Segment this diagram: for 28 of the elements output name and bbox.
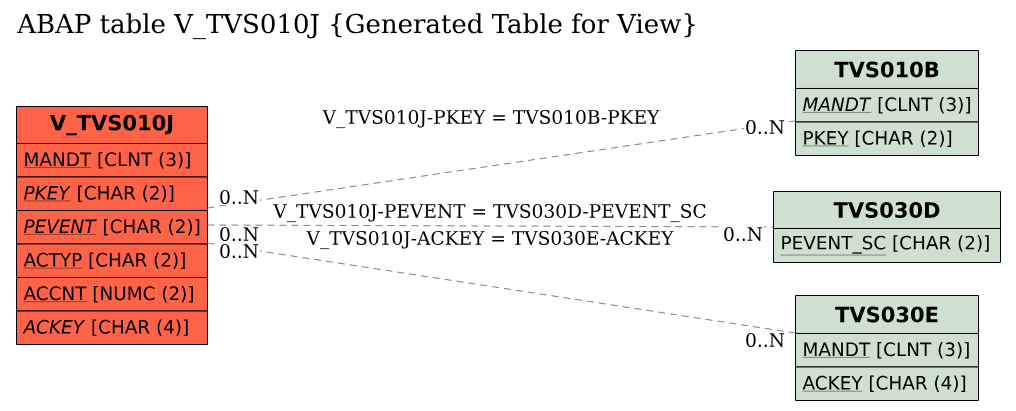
multiplicity-label: 0..N (744, 118, 786, 136)
edge-label: V_TVS010J-PEVENT = TVS030D-PEVENT_SC (272, 202, 708, 224)
multiplicity-label: 0..N (722, 225, 764, 243)
table-row: PKEY [CHAR (2)] (795, 121, 979, 156)
connector-line (206, 120, 796, 209)
table-header: TVS010B (795, 50, 979, 89)
multiplicity-label: 0..N (744, 331, 786, 349)
connector-line (206, 242, 796, 334)
table-row: PKEY [CHAR (2)] (16, 176, 208, 211)
edge-label: V_TVS010J-PKEY = TVS010B-PKEY (321, 108, 661, 130)
table-row: ACCNT [NUMC (2)] (16, 277, 208, 312)
table-row: MANDT [CLNT (3)] (795, 333, 979, 368)
title: ABAP table V_TVS010J {Generated Table for View} (17, 13, 695, 40)
edge-label: V_TVS010J-ACKEY = TVS030E-ACKEY (305, 229, 675, 251)
multiplicity-label: 0..N (218, 188, 260, 206)
table-row: MANDT [CLNT (3)] (16, 143, 208, 178)
table-row: PEVENT [CHAR (2)] (16, 210, 208, 245)
table-row: MANDT [CLNT (3)] (795, 88, 979, 123)
multiplicity-label: 0..N (218, 242, 260, 260)
table-header: V_TVS010J (16, 106, 208, 144)
table-row: ACKEY [CHAR (4)] (16, 310, 208, 345)
table-row: ACTYP [CHAR (2)] (16, 243, 208, 278)
multiplicity-label: 0..N (218, 225, 260, 243)
table-header: TVS030D (773, 191, 1001, 229)
table-header: TVS030E (795, 295, 979, 334)
table-row: PEVENT_SC [CHAR (2)] (773, 228, 1001, 263)
connector-line (206, 224, 774, 228)
table-row: ACKEY [CHAR (4)] (795, 366, 979, 401)
